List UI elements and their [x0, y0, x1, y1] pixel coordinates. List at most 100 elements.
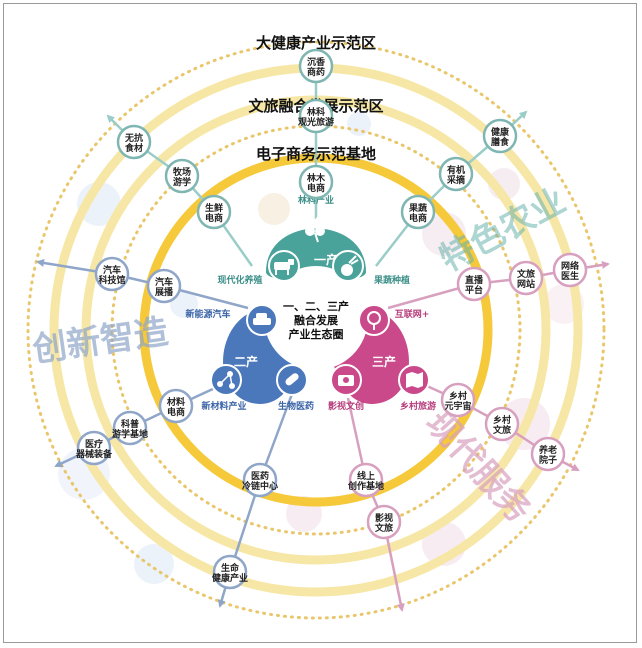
node-label-line: 汽车 — [155, 276, 173, 288]
node-circle — [116, 124, 152, 160]
node-label-line: 文旅 — [374, 522, 393, 534]
node-circle — [112, 410, 148, 446]
sector-label-xiandai-yangzhi: 现代化养殖 — [217, 274, 262, 286]
node-label-line: 医疗 — [85, 438, 103, 450]
node-label-line: 游学 — [173, 176, 191, 188]
core-first-label: 一产 — [314, 252, 338, 267]
outer-dotted-ring — [26, 40, 606, 620]
globe-pin-icon-badge — [358, 304, 390, 336]
node-circle — [212, 554, 248, 590]
node-circle — [366, 504, 402, 540]
sector-label-linke: 林科产业 — [298, 194, 334, 206]
node-label-line: 电商 — [205, 212, 223, 224]
node-label-line: 科技馆 — [98, 274, 125, 286]
node-label-line: 生命 — [221, 562, 240, 574]
center-line2: 融合发展 — [294, 313, 339, 327]
node-circle — [508, 260, 544, 296]
node-label-line: 汽车 — [103, 264, 121, 276]
node-label-line: 文旅 — [492, 424, 511, 436]
sector-label-shengwu-yiyao: 生物医药 — [278, 400, 314, 412]
sector-label-yingshi-wenchuang: 影视文创 — [328, 400, 364, 412]
node-label-line: 网站 — [517, 278, 535, 290]
node-circle — [196, 194, 232, 230]
node-label-line: 电商 — [307, 182, 325, 194]
node-layer: 沉香商药林科观光旅游林木电商无抗食材牧场游学生鲜电商健康膳食有机采摘果蔬电商汽车… — [75, 48, 588, 590]
node-label-line: 林木 — [307, 172, 326, 184]
industry-ecosystem-diagram: 大健康产业示范区 文旅融合发展示范区 电子商务示范基地 特色农业 创新智造 现代… — [26, 34, 610, 620]
node-circle — [456, 266, 492, 302]
node-label-line: 食材 — [124, 142, 143, 154]
node-circle — [242, 462, 278, 498]
node-label-line: 膳食 — [491, 136, 510, 148]
ring-title-outer: 大健康产业示范区 — [256, 34, 376, 52]
ring-title-inner: 电子商务示范基地 — [256, 145, 376, 163]
node-label-line: 文旅 — [516, 268, 535, 280]
clover-icon — [305, 216, 325, 243]
node-label-line: 乡村 — [493, 414, 511, 426]
core-third-label: 三产 — [372, 354, 396, 369]
node-circle — [76, 430, 112, 466]
sector-label-xin-cailiao: 新材料产业 — [201, 400, 246, 412]
sector-label-xin-nengyuan: 新能源汽车 — [185, 308, 230, 320]
core-center — [264, 266, 368, 370]
node-label-line: 游学基地 — [112, 428, 148, 440]
map-icon-badge — [398, 364, 430, 396]
node-label-line: 采摘 — [446, 174, 465, 186]
node-circle — [164, 158, 200, 194]
node-label-line: 生鲜 — [205, 202, 223, 214]
node-label-line: 商药 — [307, 66, 325, 78]
molecule-icon-badge — [210, 364, 242, 396]
node-label-line: 创作基地 — [347, 480, 384, 492]
center-line3: 产业生态圈 — [289, 327, 344, 341]
pill-icon-badge — [276, 364, 308, 396]
node-label-line: 电商 — [409, 212, 427, 224]
radish-icon-badge — [332, 250, 364, 282]
node-label-line: 影视 — [375, 512, 393, 524]
node-circle — [552, 252, 588, 288]
node-circle — [484, 406, 520, 442]
camera-icon-badge — [330, 364, 362, 396]
node-label-line: 电商 — [167, 406, 185, 418]
node-label-line: 果蔬 — [408, 202, 427, 214]
node-circle — [94, 256, 130, 292]
node-label-line: 观光旅游 — [298, 116, 334, 128]
node-circle — [158, 388, 194, 424]
cow-icon-badge — [268, 250, 300, 282]
node-label-line: 科普 — [121, 418, 139, 430]
node-label-line: 器械装备 — [75, 448, 113, 460]
node-circle — [298, 48, 334, 84]
node-circle — [298, 164, 334, 200]
node-circle — [348, 462, 384, 498]
sector-label-xiangcun-lvyou: 乡村旅游 — [400, 400, 436, 412]
node-label-line: 院子 — [539, 454, 557, 466]
car-icon-badge — [246, 304, 278, 336]
diagram-frame: 大健康产业示范区 文旅融合发展示范区 电子商务示范基地 特色农业 创新智造 现代… — [3, 3, 637, 643]
node-label-line: 医生 — [561, 270, 579, 282]
node-label-line: 冷链中心 — [242, 480, 278, 492]
node-circle — [400, 194, 436, 230]
node-label-line: 有机 — [447, 164, 465, 176]
node-label-line: 医药 — [251, 470, 269, 482]
node-label-line: 健康产业 — [212, 572, 248, 584]
node-circle — [440, 382, 476, 418]
node-label-line: 材料 — [166, 396, 185, 408]
